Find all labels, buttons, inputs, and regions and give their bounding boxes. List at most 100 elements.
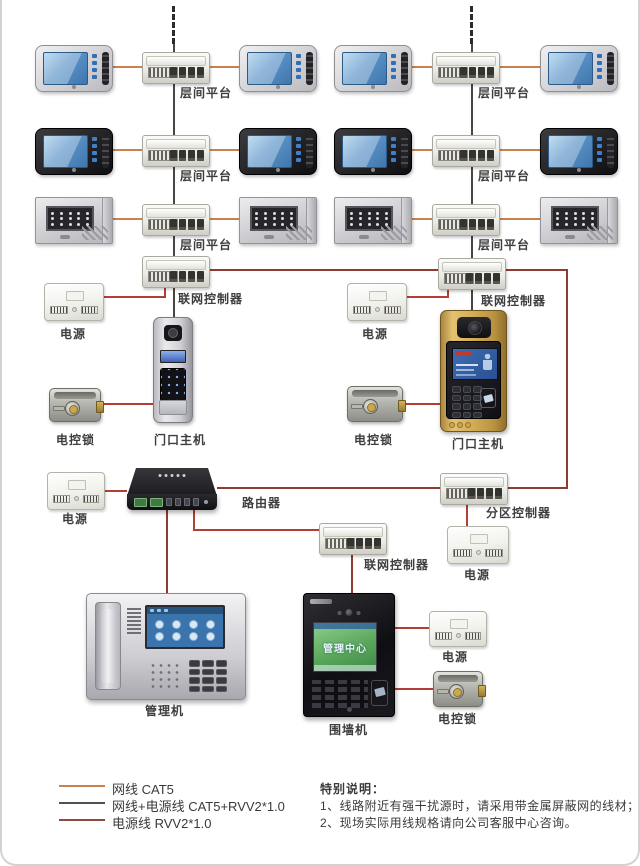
power-label-strips (435, 631, 481, 640)
monitor-side-strip (102, 135, 109, 168)
door-station-lcd (160, 350, 186, 363)
power-label-strips (53, 494, 99, 503)
brand-logo-dot (371, 168, 375, 172)
screen-icon-grid (151, 618, 219, 643)
panel-side-strip (102, 198, 112, 243)
floor-platform-switch (432, 204, 500, 236)
power-wire (395, 627, 429, 629)
power-label-strips (453, 548, 503, 557)
keypad (189, 660, 227, 692)
switch-ports (468, 488, 502, 499)
keypad (312, 680, 368, 708)
panel-side-strip (401, 198, 411, 243)
panel-stripes (82, 226, 108, 240)
switch-vents (446, 488, 476, 499)
screen-status-bar (147, 607, 223, 614)
switch-ports (170, 271, 204, 282)
floor-platform-switch (142, 135, 210, 167)
network-controller-label: 联网控制器 (481, 294, 547, 308)
monitor-side-strip (102, 52, 109, 85)
cat5-wire (412, 66, 432, 68)
speaker-slots (127, 608, 141, 634)
monitor-side-strip (607, 135, 614, 168)
indoor-monitor (239, 128, 317, 175)
switch-ports (460, 67, 494, 78)
lock-cylinder (449, 684, 464, 699)
monitor-side-strip (401, 135, 408, 168)
brand-logo-dot (72, 168, 76, 172)
lock-latch (478, 684, 486, 697)
screen-title: 管理中心 (323, 644, 367, 655)
card-reader-area (159, 400, 187, 415)
floor-platform-label: 层间平台 (180, 169, 233, 183)
floor-platform-label: 层间平台 (180, 238, 233, 252)
power-wire (164, 288, 166, 298)
cat5-wire (113, 149, 142, 151)
brand-logo-dot (276, 168, 280, 172)
brand-logo-dot (72, 85, 76, 89)
speaker-hole-grid (149, 662, 181, 690)
cat5-wire (113, 218, 142, 220)
card-reader-icon (480, 388, 496, 408)
audio-intercom-panel (35, 197, 113, 244)
brand-logo-dot (565, 235, 575, 239)
wall-machine-screen: 管理中心 (313, 622, 377, 672)
brand-logo (310, 599, 332, 604)
indoor-monitor (35, 45, 113, 92)
legend-label-cat5-power: 网线+电源线 CAT5+RVV2*1.0 (112, 799, 285, 814)
panel-button-area (551, 206, 599, 231)
controller-backbone-wire (566, 269, 568, 489)
brand-logo-dot (60, 235, 70, 239)
management-screen (145, 605, 225, 649)
switch-vents (148, 219, 178, 230)
door-station-gold (440, 310, 507, 432)
cat5-wire (500, 66, 540, 68)
switch-ports (170, 150, 204, 161)
switch-ports (347, 538, 381, 549)
switch-ports (466, 273, 500, 284)
left-riser-trunk-line (173, 44, 175, 317)
floor-platform-switch (142, 204, 210, 236)
brand-logo-dot (359, 235, 369, 239)
lock-latch (96, 401, 104, 414)
door-station-label: 门口主机 (452, 437, 505, 451)
handset (95, 602, 121, 690)
indoor-monitor (334, 45, 412, 92)
router-label: 路由器 (242, 496, 282, 510)
cat5-wire (210, 149, 239, 151)
power-supply (47, 472, 105, 510)
key-icon (351, 404, 363, 409)
cat5-wire (412, 149, 432, 151)
floor-platform-label: 层间平台 (478, 169, 531, 183)
lock-cylinder (65, 401, 80, 416)
screen-bottom-bar (314, 665, 376, 671)
wall-machine-label: 围墙机 (329, 723, 369, 737)
floor-platform-switch (432, 135, 500, 167)
floor-platform-label: 层间平台 (180, 86, 233, 100)
power-supply-label: 电源 (464, 568, 491, 582)
brand-logo-dot (276, 85, 280, 89)
monitor-side-strip (306, 135, 313, 168)
cat5-wire (412, 218, 432, 220)
monitor-screen (548, 52, 593, 85)
power-wire (407, 296, 449, 298)
camera-sensor-dots (337, 609, 361, 616)
lock-latch (398, 399, 406, 412)
router-top (127, 468, 217, 496)
monitor-side-strip (607, 52, 614, 85)
brand-logo-dot (577, 168, 581, 172)
management-machine (86, 593, 246, 700)
monitor-side-strip (306, 52, 313, 85)
notes-title: 特别说明： (320, 782, 386, 796)
panel-button-area (250, 206, 298, 231)
monitor-buttons (391, 137, 396, 162)
power-supply (347, 283, 407, 321)
network-controller-label: 联网控制器 (364, 558, 430, 572)
power-wire (105, 490, 127, 492)
riser-continuation-dashed-line (172, 6, 175, 44)
floor-platform-label: 层间平台 (478, 238, 531, 252)
switch-vents (148, 271, 178, 282)
indoor-monitor (35, 128, 113, 175)
legend-label-cat5: 网线 CAT5 (112, 782, 174, 797)
